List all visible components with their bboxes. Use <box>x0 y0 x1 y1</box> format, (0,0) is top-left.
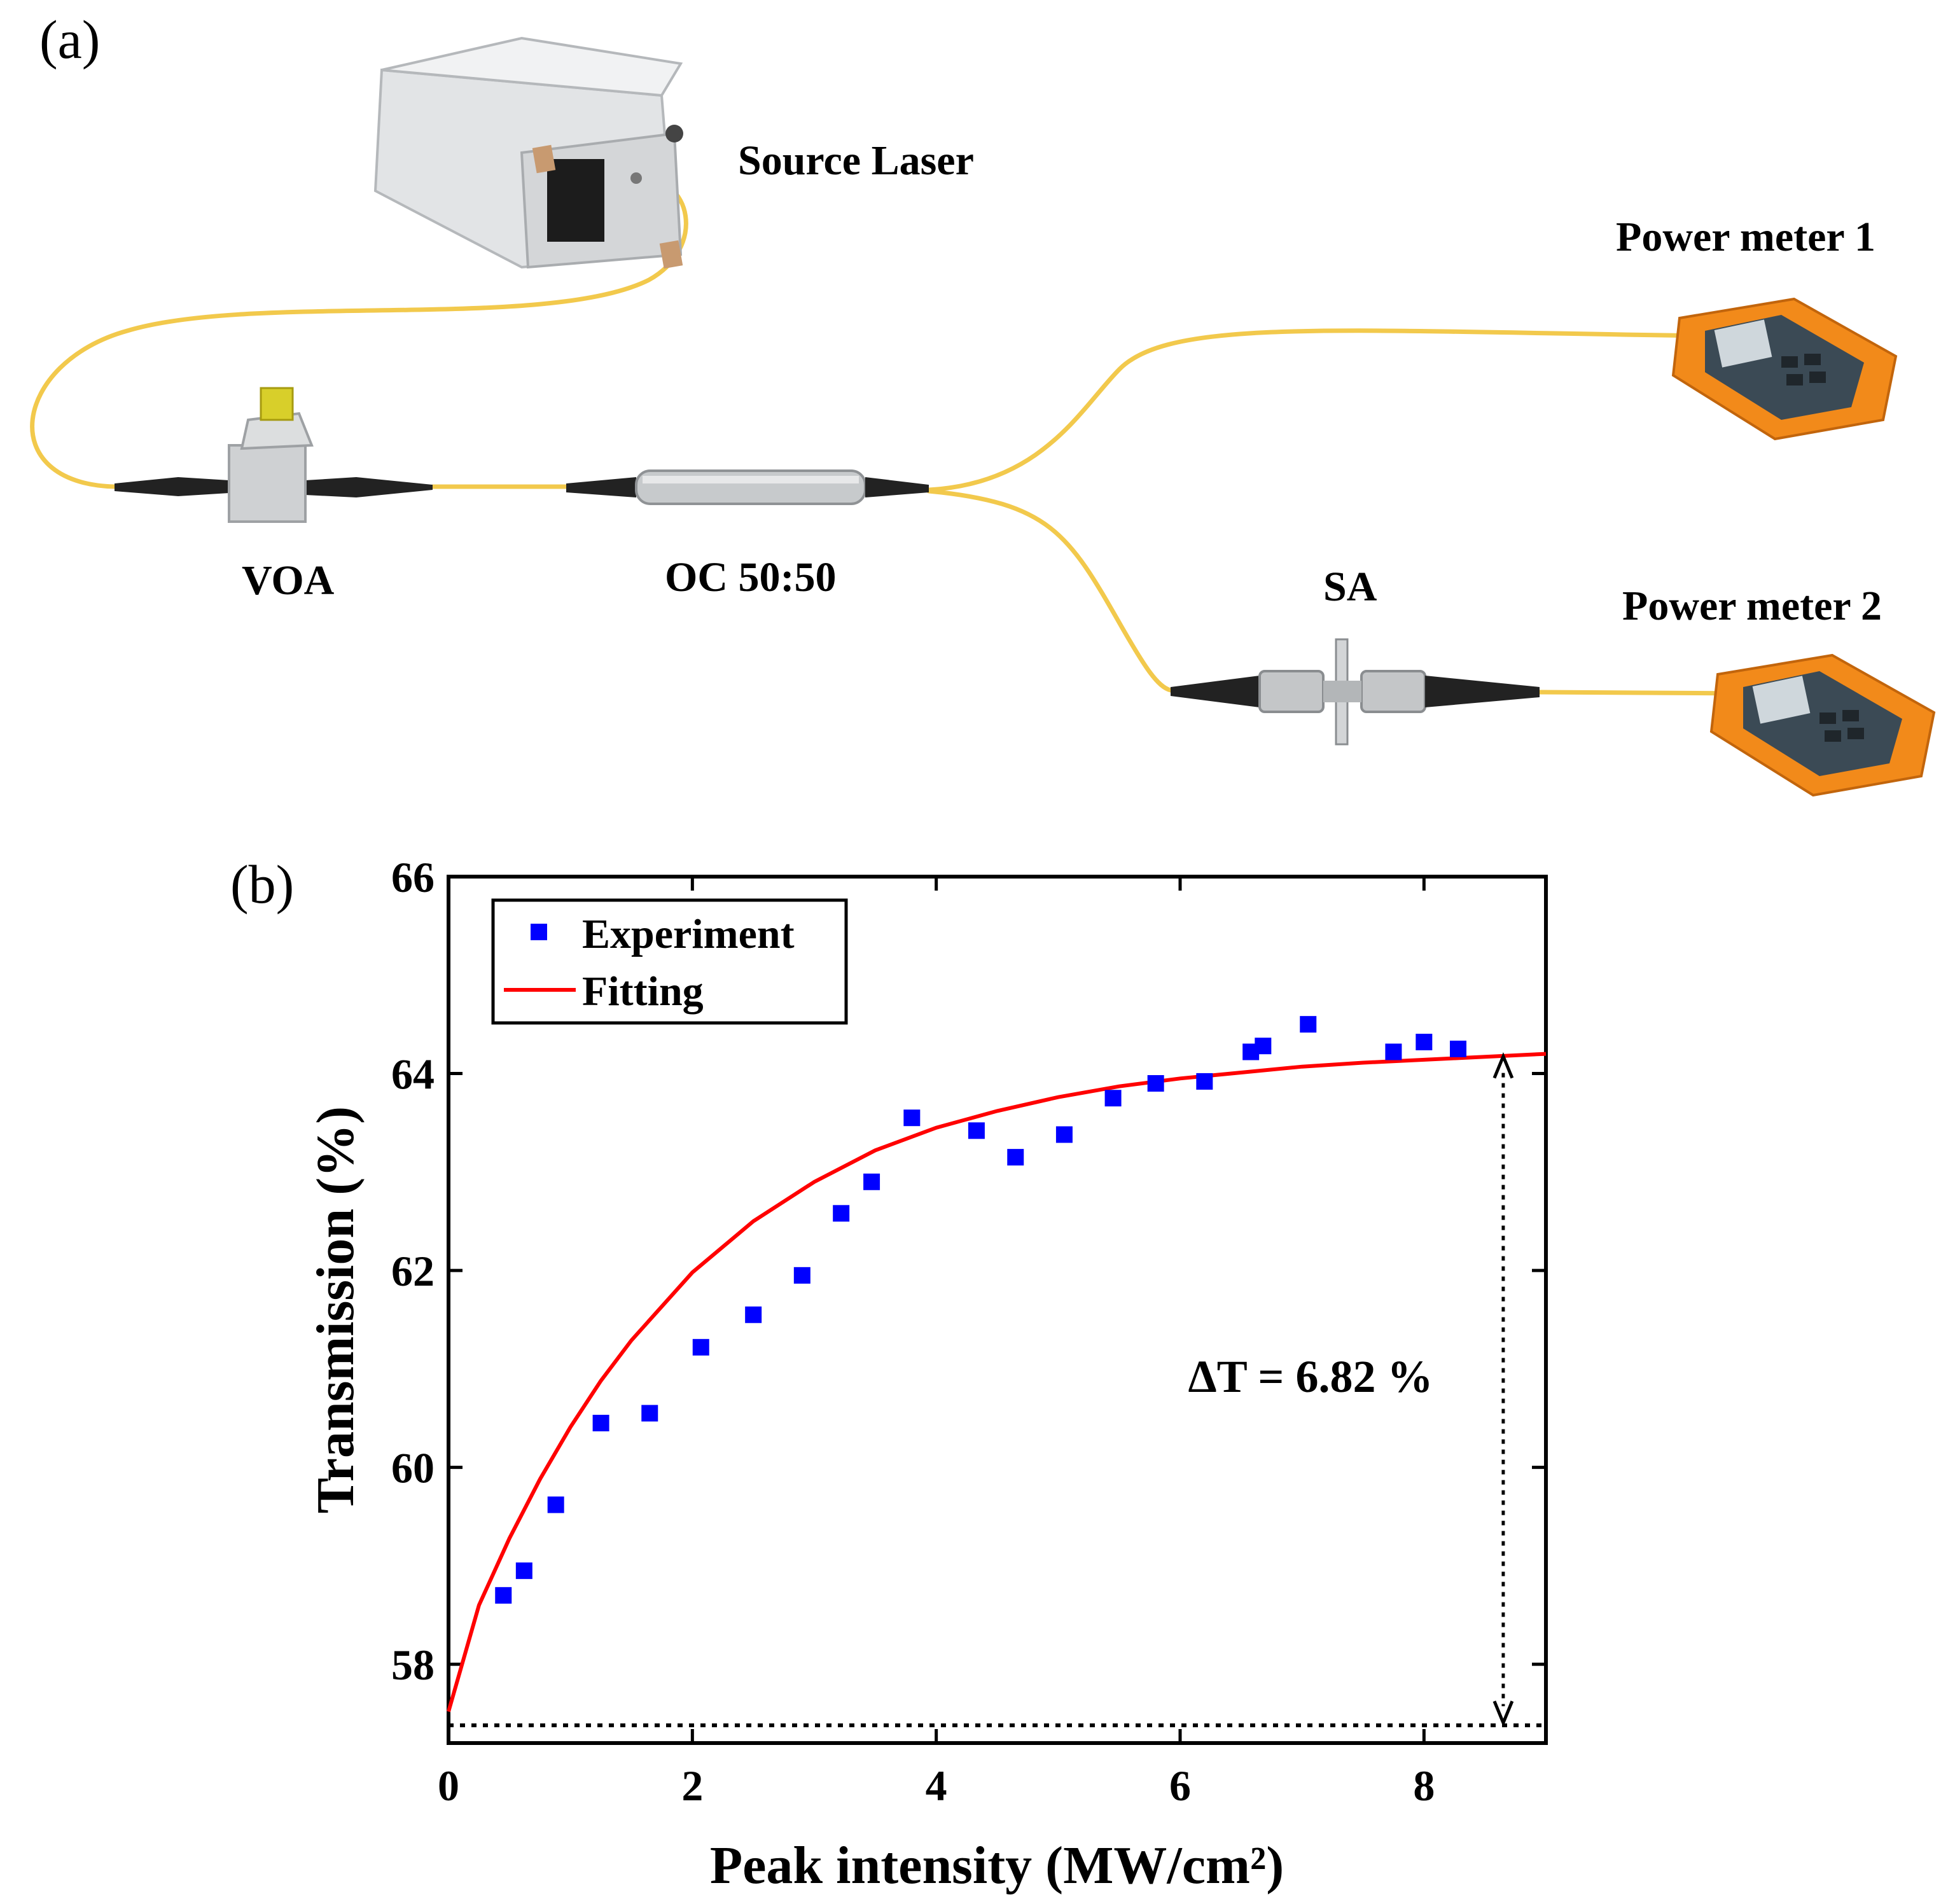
experiment-point <box>515 1562 532 1580</box>
experiment-point <box>968 1122 985 1139</box>
x-tick-label: 2 <box>681 1762 703 1810</box>
axis-ticks: 0 2 4 6 8 58 60 62 64 66 <box>391 853 1546 1810</box>
source-laser-label: Source Laser <box>738 137 974 184</box>
experiment-point <box>692 1338 709 1356</box>
sa-label: SA <box>1323 564 1377 610</box>
x-tick-label: 6 <box>1169 1762 1191 1810</box>
plot-frame <box>447 875 1548 1745</box>
experiment-point <box>1300 1016 1317 1033</box>
fiber-laser-to-voa <box>30 176 688 489</box>
panel-label-b: (b) <box>230 854 295 915</box>
coupler-label: OC 50:50 <box>665 554 837 601</box>
experiment-markers <box>495 1016 1466 1604</box>
experiment-point <box>1450 1040 1466 1057</box>
y-tick-label: 62 <box>391 1247 435 1295</box>
delta-t-annotation <box>1492 1052 1514 1727</box>
experiment-point <box>1385 1043 1402 1060</box>
delta-t-arrow-head-bottom <box>1492 1700 1514 1727</box>
experiment-point <box>495 1587 512 1604</box>
x-tick-label: 4 <box>926 1762 947 1810</box>
power-meter-1-device <box>1671 297 1898 441</box>
experiment-point <box>1416 1034 1433 1051</box>
setup-diagram <box>30 36 1936 797</box>
experiment-point <box>745 1306 762 1323</box>
legend-marker-experiment <box>531 924 547 940</box>
experiment-point <box>1147 1075 1164 1092</box>
experiment-point <box>592 1414 609 1431</box>
power-meter-1-label: Power meter 1 <box>1616 214 1876 260</box>
fiber-coupler-to-meter1 <box>926 328 1708 492</box>
experiment-point <box>1196 1073 1213 1090</box>
x-tick-label: 0 <box>438 1762 459 1810</box>
voa-device <box>115 387 433 523</box>
coupler-device <box>566 469 929 505</box>
sa-device <box>1171 638 1540 746</box>
experiment-point <box>793 1267 811 1284</box>
y-tick-label: 66 <box>391 853 435 901</box>
fitting-curve <box>447 1052 1547 1713</box>
panel-label-a: (a) <box>39 9 101 70</box>
legend-label-experiment: Experiment <box>582 911 795 957</box>
experiment-point <box>1104 1090 1122 1107</box>
experiment-point <box>547 1496 564 1513</box>
experiment-point <box>1007 1149 1024 1166</box>
experiment-point <box>1055 1126 1073 1143</box>
fiber-coupler-to-sa <box>926 489 1173 693</box>
optical-fibers <box>30 176 1746 696</box>
y-tick-label: 64 <box>391 1050 435 1099</box>
legend-label-fitting: Fitting <box>582 968 704 1015</box>
y-axis-label: Transmission (%) <box>306 1106 365 1513</box>
experiment-point <box>641 1405 658 1422</box>
delta-t-label: ΔT = 6.82 % <box>1188 1351 1433 1402</box>
voa-label: VOA <box>242 557 335 604</box>
y-tick-label: 58 <box>391 1641 435 1689</box>
power-meter-2-device <box>1709 653 1936 797</box>
x-axis-label: Peak intensity (MW/cm²) <box>710 1836 1284 1895</box>
fiber-sa-to-meter2 <box>1537 690 1746 696</box>
fitting-curve-line <box>447 1052 1547 1713</box>
experiment-point <box>1255 1038 1272 1055</box>
experiment-point <box>863 1173 880 1190</box>
power-meter-2-label: Power meter 2 <box>1622 583 1882 629</box>
legend: Experiment Fitting <box>491 898 848 1025</box>
source-laser-device <box>373 36 683 269</box>
experiment-point <box>903 1109 921 1127</box>
y-tick-label: 60 <box>391 1444 435 1492</box>
legend-box <box>491 898 848 1025</box>
experiment-point <box>833 1205 850 1222</box>
x-tick-label: 8 <box>1413 1762 1435 1810</box>
delta-t-arrow-head-top <box>1492 1052 1514 1079</box>
